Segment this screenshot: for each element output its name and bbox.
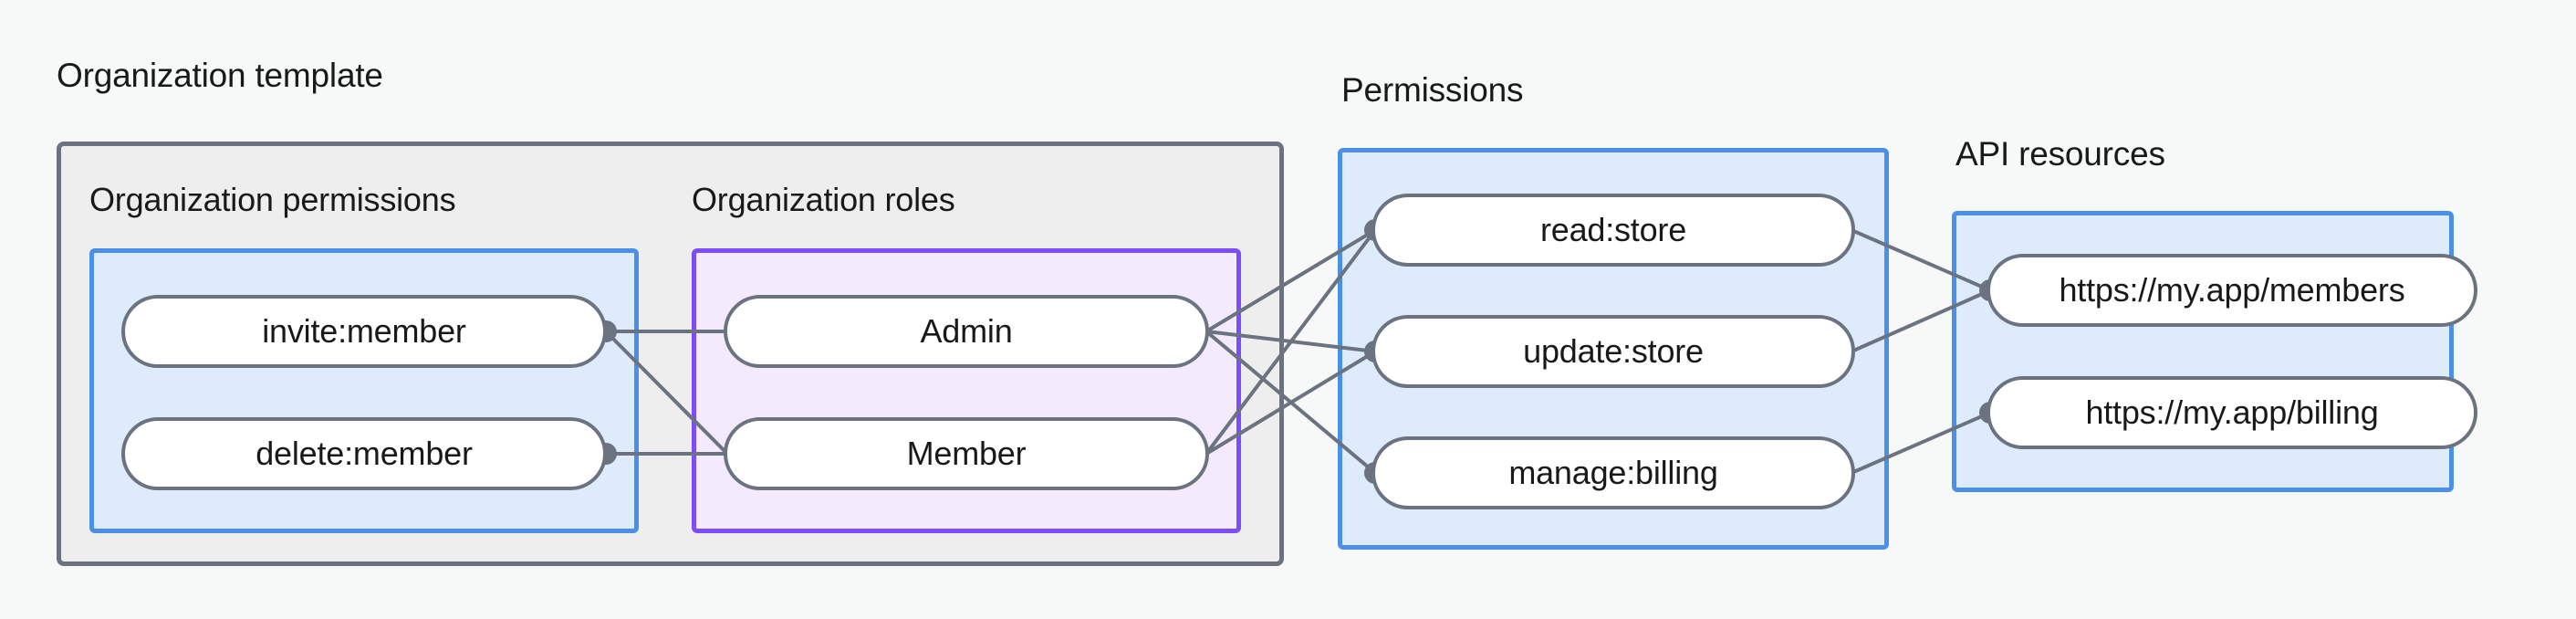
node-manage-billing-label: manage:billing	[1508, 454, 1718, 491]
node-admin[interactable]: Admin	[724, 295, 1209, 368]
node-delete-member-label: delete:member	[256, 435, 473, 472]
subgroup-title-organization-roles: Organization roles	[692, 181, 955, 218]
node-update-store-label: update:store	[1523, 332, 1704, 370]
node-member-label: Member	[906, 435, 1027, 472]
node-my-app-members-label: https://my.app/members	[2059, 271, 2405, 309]
node-read-store-label: read:store	[1539, 211, 1687, 248]
node-manage-billing[interactable]: manage:billing	[1371, 436, 1855, 509]
node-update-store[interactable]: update:store	[1371, 315, 1855, 388]
node-my-app-billing[interactable]: https://my.app/billing	[1987, 376, 2477, 449]
organization-roles-container	[692, 248, 1241, 533]
node-read-store[interactable]: read:store	[1371, 194, 1855, 267]
node-member[interactable]: Member	[724, 417, 1209, 490]
node-my-app-members[interactable]: https://my.app/members	[1987, 254, 2477, 327]
node-delete-member[interactable]: delete:member	[121, 417, 607, 490]
organization-permissions-container	[89, 248, 639, 533]
node-admin-label: Admin	[920, 312, 1013, 350]
group-title-permissions: Permissions	[1341, 71, 1524, 109]
group-title-api-resources: API resources	[1955, 135, 2165, 173]
node-invite-member-label: invite:member	[262, 312, 466, 350]
group-title-organization-template: Organization template	[57, 57, 383, 94]
subgroup-title-organization-permissions: Organization permissions	[89, 181, 456, 218]
node-invite-member[interactable]: invite:member	[121, 295, 607, 368]
node-my-app-billing-label: https://my.app/billing	[2085, 393, 2379, 431]
